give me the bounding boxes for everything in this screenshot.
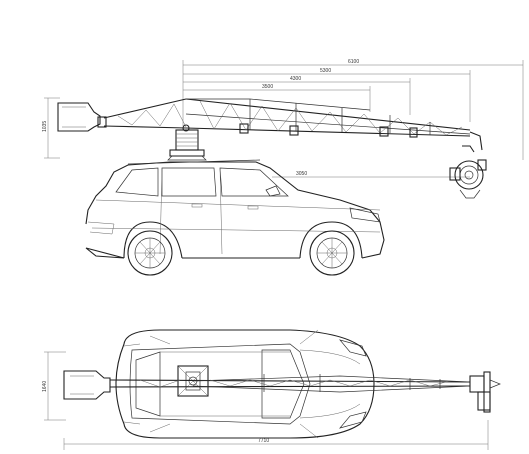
dim-reach-2: 5300 xyxy=(320,68,331,74)
dim-arm-height: 1035 xyxy=(42,121,48,132)
side-view: 6100 5300 4300 3500 1035 3050 xyxy=(42,59,524,276)
suv-side xyxy=(85,159,385,276)
reach-dimension-lines xyxy=(182,60,524,160)
top-view: 1640 7710 xyxy=(42,329,501,450)
counterweight-paddle xyxy=(57,102,107,132)
dim-total-length: 7710 xyxy=(258,438,269,444)
dim-reach-4: 3500 xyxy=(262,84,273,90)
camera-head-top xyxy=(469,371,501,413)
crane-column xyxy=(167,124,207,161)
dim-camera-height: 3050 xyxy=(296,171,307,177)
suv-top xyxy=(115,329,375,439)
counterweight-top xyxy=(63,370,111,400)
dim-reach-3: 4300 xyxy=(290,76,301,82)
dim-total-reach: 6100 xyxy=(348,59,359,65)
crane-boom xyxy=(103,98,471,138)
camera-head xyxy=(449,131,487,199)
dim-base-width: 1640 xyxy=(42,381,48,392)
crane-boom-top xyxy=(109,374,471,393)
